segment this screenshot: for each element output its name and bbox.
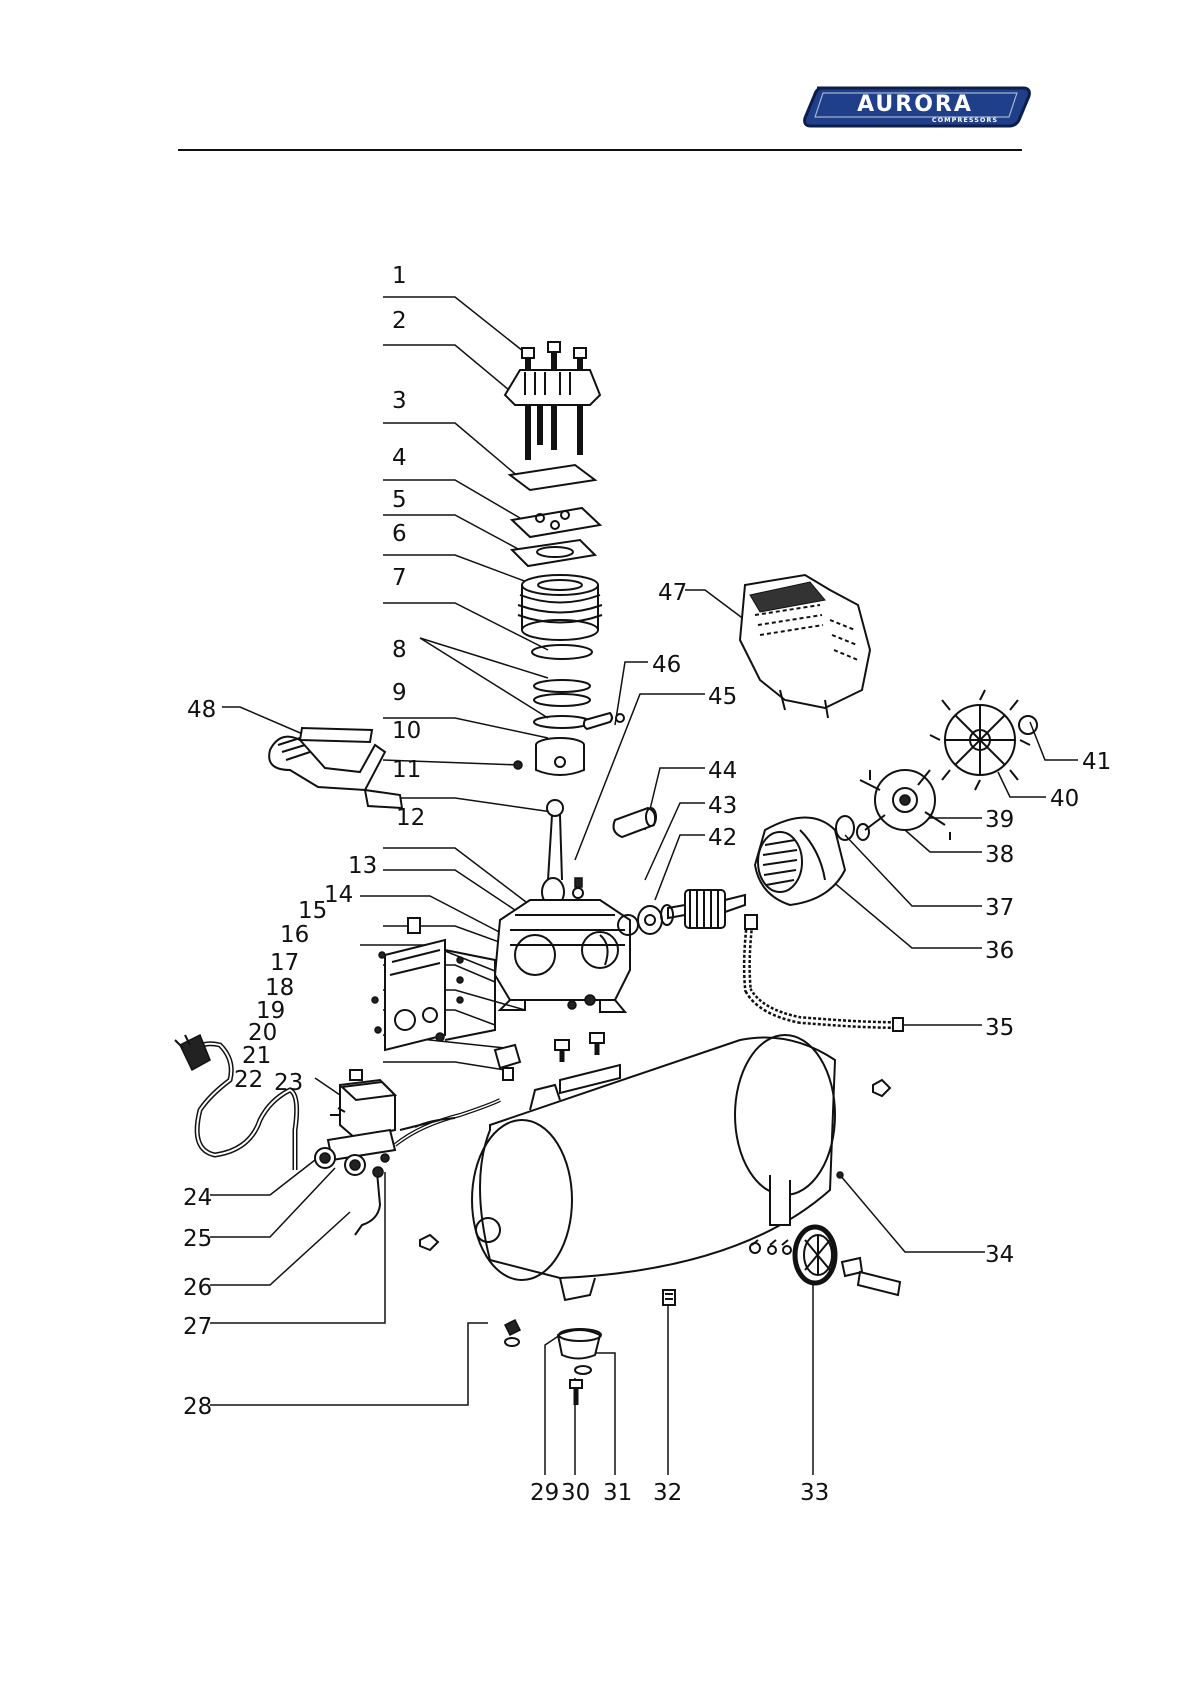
gaskets-valve-plate xyxy=(507,463,603,568)
part-label-2: 2 xyxy=(392,308,407,334)
part-number-labels: 1 2 3 4 5 6 7 8 9 10 11 12 13 14 15 16 1… xyxy=(183,263,1111,1506)
part-label-25: 25 xyxy=(183,1226,212,1252)
header-rule xyxy=(178,149,1022,151)
side-cover xyxy=(371,917,496,1052)
part-label-8: 8 xyxy=(392,637,407,663)
part-label-39: 39 xyxy=(985,807,1014,833)
cylinder xyxy=(517,574,603,641)
part-label-36: 36 xyxy=(985,938,1014,964)
piston-pin xyxy=(582,711,625,731)
tank-feet xyxy=(503,1318,602,1405)
part-label-23: 23 xyxy=(274,1070,303,1096)
fan-shroud xyxy=(738,573,872,719)
rotor xyxy=(667,889,746,929)
rear-bearing xyxy=(835,815,870,841)
logo-sub-text: COMPRESSORS xyxy=(932,116,998,124)
part-label-11: 11 xyxy=(392,757,421,783)
part-label-7: 7 xyxy=(392,565,407,591)
part-label-34: 34 xyxy=(985,1242,1014,1268)
handle xyxy=(268,726,404,810)
part-label-12: 12 xyxy=(396,805,425,831)
part-label-26: 26 xyxy=(183,1275,212,1301)
part-label-48: 48 xyxy=(187,697,216,723)
part-label-43: 43 xyxy=(708,793,737,819)
part-label-14: 14 xyxy=(324,882,353,908)
motor-rear-cover xyxy=(859,769,951,840)
part-label-16: 16 xyxy=(280,922,309,948)
part-label-45: 45 xyxy=(708,684,737,710)
part-label-42: 42 xyxy=(708,825,737,851)
part-label-5: 5 xyxy=(392,487,407,513)
logo-brand-text: AURORA xyxy=(857,92,973,117)
part-label-3: 3 xyxy=(392,388,407,414)
part-label-19: 19 xyxy=(256,998,285,1024)
piston xyxy=(513,737,585,776)
part-label-33: 33 xyxy=(800,1480,829,1506)
part-label-47: 47 xyxy=(658,580,687,606)
part-label-4: 4 xyxy=(392,445,407,471)
part-label-29: 29 xyxy=(530,1480,559,1506)
bearings xyxy=(617,904,674,936)
part-label-41: 41 xyxy=(1082,749,1111,775)
part-label-15: 15 xyxy=(298,898,327,924)
air-tank xyxy=(471,1034,844,1302)
part-label-22: 22 xyxy=(234,1067,263,1093)
part-label-30: 30 xyxy=(561,1480,590,1506)
capacitor xyxy=(612,806,657,839)
cylinder-head-assembly xyxy=(503,341,602,460)
part-label-20: 20 xyxy=(248,1020,277,1046)
part-label-40: 40 xyxy=(1050,786,1079,812)
part-label-10: 10 xyxy=(392,718,421,744)
part-label-31: 31 xyxy=(603,1480,632,1506)
part-label-38: 38 xyxy=(985,842,1014,868)
connecting-rod xyxy=(541,799,584,907)
drain-valve xyxy=(662,1289,676,1306)
part-label-9: 9 xyxy=(392,680,407,706)
part-label-27: 27 xyxy=(183,1314,212,1340)
part-label-13: 13 xyxy=(348,853,377,879)
part-label-35: 35 xyxy=(985,1015,1014,1041)
discharge-hose xyxy=(742,914,904,1032)
part-label-24: 24 xyxy=(183,1185,212,1211)
crankcase xyxy=(493,899,631,1013)
retaining-clip xyxy=(1018,715,1038,735)
part-label-46: 46 xyxy=(652,652,681,678)
stator xyxy=(753,816,847,907)
part-label-44: 44 xyxy=(708,758,737,784)
part-label-32: 32 xyxy=(653,1480,682,1506)
part-label-6: 6 xyxy=(392,521,407,547)
pressure-switch xyxy=(314,1069,398,1236)
part-label-18: 18 xyxy=(265,975,294,1001)
check-valve xyxy=(493,1043,522,1081)
part-label-1: 1 xyxy=(392,263,407,289)
part-label-17: 17 xyxy=(270,950,299,976)
wheel xyxy=(419,1078,902,1297)
piston-rings xyxy=(531,644,593,729)
part-label-21: 21 xyxy=(242,1043,271,1069)
power-cable xyxy=(174,1033,501,1170)
part-label-37: 37 xyxy=(985,895,1014,921)
part-label-28: 28 xyxy=(183,1394,212,1420)
cooling-fan xyxy=(929,689,1031,791)
aurora-logo: AURORA COMPRESSORS xyxy=(803,86,1031,128)
